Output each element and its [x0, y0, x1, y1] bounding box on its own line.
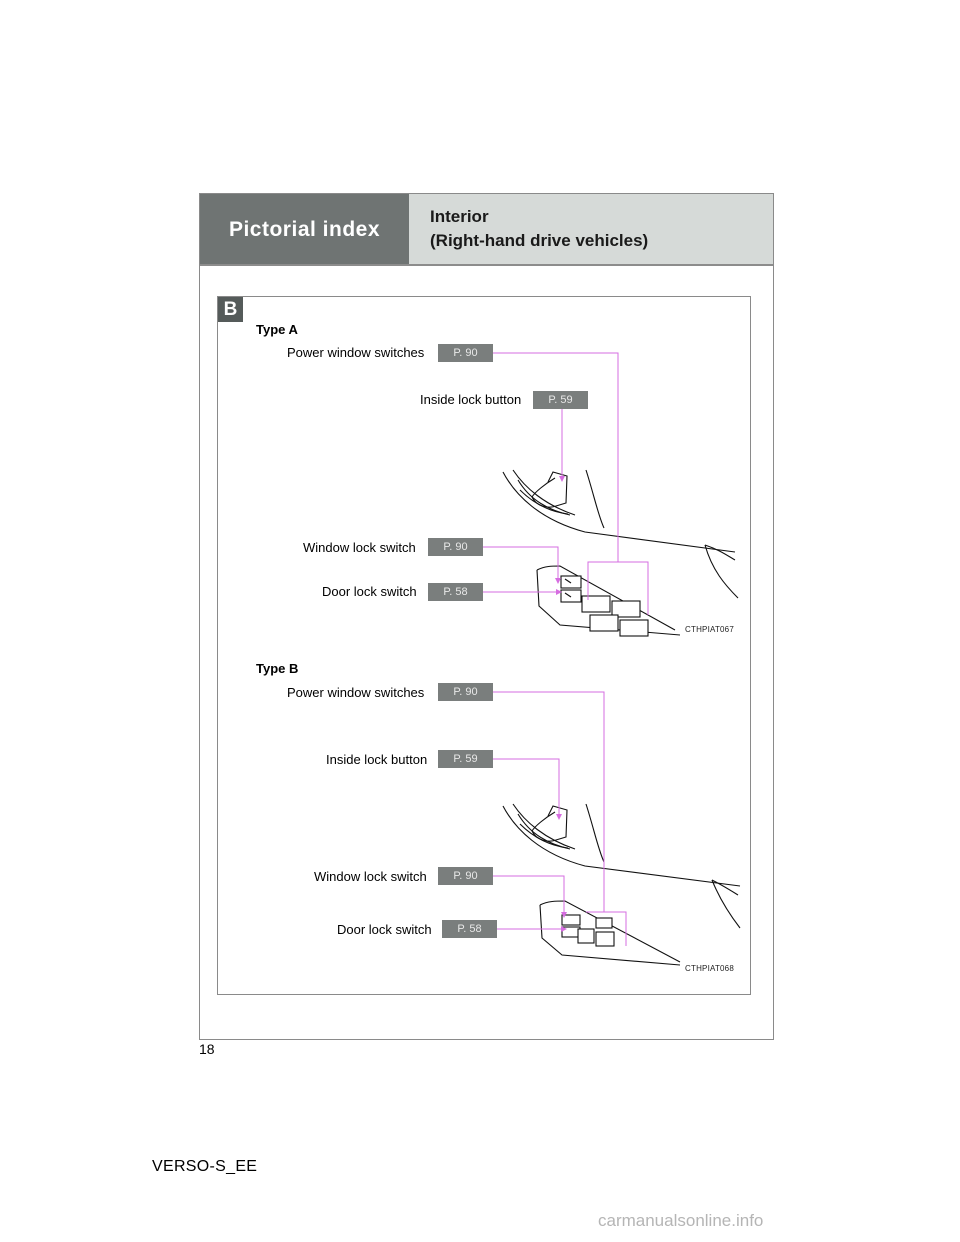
- image-code-a: CTHPIAT067: [685, 625, 734, 634]
- image-code-b: CTHPIAT068: [685, 964, 734, 973]
- page-ref-door-lock-b[interactable]: P. 58: [442, 920, 497, 938]
- switch-panel-illustration-b: [539, 900, 681, 966]
- callout-label-power-window-b: Power window switches: [287, 685, 425, 700]
- callout-label-window-lock-a: Window lock switch: [303, 540, 416, 555]
- page-ref-window-lock-b[interactable]: P. 90: [438, 867, 493, 885]
- header-divider: [200, 264, 773, 266]
- type-a-title: Type A: [256, 322, 298, 337]
- section-title-block: Pictorial index: [200, 194, 409, 265]
- page-ref-inside-lock-a[interactable]: P. 59: [533, 391, 588, 409]
- leader-power-window-b: [493, 691, 605, 913]
- page-number: 18: [199, 1041, 215, 1057]
- leader-window-lock-b: [493, 875, 565, 916]
- door-handle-illustration-a: [502, 469, 739, 599]
- subtitle-line-1: Interior: [430, 207, 489, 226]
- subtitle-block: Interior (Right-hand drive vehicles): [409, 194, 773, 265]
- section-title: Pictorial index: [228, 217, 381, 241]
- callout-label-inside-lock-a: Inside lock button: [420, 392, 522, 407]
- leader-inside-lock-b: [493, 758, 560, 818]
- switch-panel-illustration-a: [536, 565, 681, 637]
- page-ref-power-window-a[interactable]: P. 90: [438, 344, 493, 362]
- page-ref-power-window-b[interactable]: P. 90: [438, 683, 493, 701]
- type-b-title: Type B: [256, 661, 299, 676]
- subtitle-line-2: (Right-hand drive vehicles): [430, 231, 649, 250]
- leader-lines: [483, 352, 649, 946]
- callout-label-door-lock-a: Door lock switch: [322, 584, 417, 599]
- callout-label-inside-lock-b: Inside lock button: [326, 752, 428, 767]
- door-handle-illustration-b: [502, 803, 741, 929]
- callout-label-power-window-a: Power window switches: [287, 345, 425, 360]
- callout-label-door-lock-b: Door lock switch: [337, 922, 432, 937]
- document-id: VERSO-S_EE: [152, 1158, 258, 1175]
- watermark: carmanualsonline.info: [598, 1211, 764, 1230]
- page-ref-window-lock-a[interactable]: P. 90: [428, 538, 483, 556]
- callout-label-window-lock-b: Window lock switch: [314, 869, 427, 884]
- page-ref-inside-lock-b[interactable]: P. 59: [438, 750, 493, 768]
- page-ref-door-lock-a[interactable]: P. 58: [428, 583, 483, 601]
- section-box: [217, 296, 751, 995]
- leader-window-lock-a: [483, 546, 559, 582]
- section-badge: B: [218, 297, 243, 322]
- page-frame: [199, 193, 774, 1040]
